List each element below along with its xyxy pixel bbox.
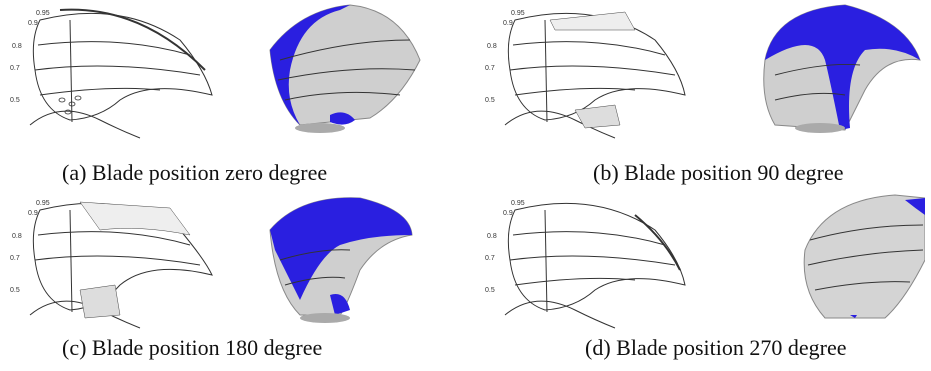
- panel-c: 0.95 0.9 0.8 0.7 0.5 (c) Blade position …: [0, 190, 465, 371]
- radius-label: 0.5: [485, 287, 495, 294]
- sketch-a: [29, 8, 213, 139]
- radius-label: 0.8: [487, 43, 497, 50]
- radius-label: 0.8: [487, 233, 497, 240]
- sketch-a-cavities: [58, 95, 82, 115]
- caption-b: (b) Blade position 90 degree: [593, 160, 844, 185]
- caption-a: (a) Blade position zero degree: [62, 160, 328, 185]
- panel-d-images: 0.95 0.9 0.8 0.7 0.5: [485, 194, 925, 329]
- sketch-d: [504, 202, 686, 329]
- render-a: [269, 4, 421, 133]
- caption-c: (c) Blade position 180 degree: [62, 335, 323, 360]
- radius-label: 0.95: [511, 200, 525, 207]
- panel-a-images: 0.95 0.9 0.8 0.7 0.5: [10, 4, 421, 139]
- radius-label: 0.95: [36, 10, 50, 17]
- render-d: [803, 194, 925, 319]
- radius-label: 0.5: [10, 97, 20, 104]
- radius-label: 0.8: [12, 43, 22, 50]
- sketch-c-hatch: [79, 201, 191, 319]
- radius-label: 0.5: [10, 287, 20, 294]
- radius-label: 0.8: [12, 233, 22, 240]
- radius-label: 0.7: [485, 255, 495, 262]
- render-b: [763, 4, 921, 133]
- sketch-b-hatch: [549, 11, 636, 129]
- radius-label: 0.95: [36, 200, 50, 207]
- radius-label: 0.9: [503, 20, 513, 27]
- radius-label: 0.7: [485, 65, 495, 72]
- radius-label: 0.9: [503, 210, 513, 217]
- panel-a: 0.95 0.9 0.8 0.7 0.5 (a) Blade position …: [0, 0, 465, 190]
- render-c: [269, 197, 413, 323]
- radius-label: 0.9: [28, 20, 38, 27]
- radius-label: 0.95: [511, 10, 525, 17]
- panel-c-images: 0.95 0.9 0.8 0.7 0.5: [10, 197, 413, 329]
- radius-label: 0.7: [10, 65, 20, 72]
- radius-label: 0.5: [485, 97, 495, 104]
- radius-label: 0.9: [28, 210, 38, 217]
- panel-d: 0.95 0.9 0.8 0.7 0.5 (d) Blade position …: [465, 190, 931, 371]
- panel-b: 0.95 0.9 0.8 0.7 0.5 (b) Blade position …: [465, 0, 931, 190]
- radius-label: 0.7: [10, 255, 20, 262]
- panel-b-images: 0.95 0.9 0.8 0.7 0.5: [485, 4, 921, 139]
- caption-d: (d) Blade position 270 degree: [585, 335, 847, 360]
